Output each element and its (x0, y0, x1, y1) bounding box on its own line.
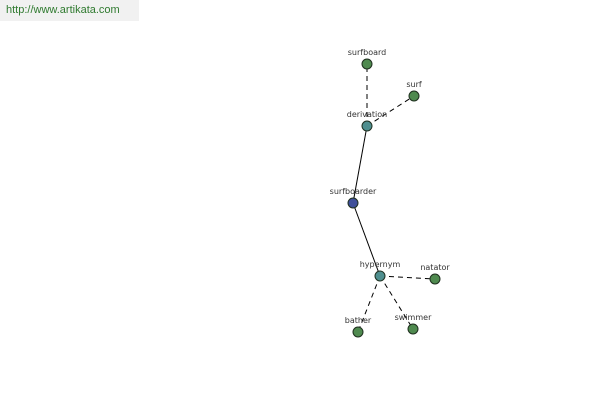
edge-surfboarder-hypernym (352, 202, 381, 277)
nodes-layer: surfboarder derivation hypernym surfboard su… (330, 48, 450, 338)
node-label-swimmer: swimmer (395, 313, 432, 322)
node-surfboard[interactable]: surfboard (348, 48, 386, 70)
node-circle-swimmer[interactable] (407, 323, 419, 335)
node-circle-surfboard[interactable] (361, 58, 373, 70)
node-circle-bather[interactable] (352, 326, 364, 338)
node-natator[interactable]: natator (420, 263, 450, 285)
node-label-surf: surf (406, 80, 422, 89)
node-label-bather: bather (345, 316, 372, 325)
node-label-natator: natator (420, 263, 450, 272)
node-circle-hypernym[interactable] (374, 270, 386, 282)
node-derivation[interactable]: derivation (347, 110, 387, 132)
source-url-link[interactable]: http://www.artikata.com (0, 0, 139, 21)
node-bather[interactable]: bather (345, 316, 372, 338)
node-label-derivation: derivation (347, 110, 387, 119)
node-label-surfboard: surfboard (348, 48, 386, 57)
edge-hypernym-bather (357, 275, 381, 333)
edges-layer (352, 64, 436, 333)
node-surfboarder[interactable]: surfboarder (330, 187, 377, 209)
node-hypernym[interactable]: hypernym (360, 260, 401, 282)
node-label-surfboarder: surfboarder (330, 187, 377, 196)
edge-hypernym-natator (379, 275, 436, 280)
node-surf[interactable]: surf (406, 80, 422, 102)
node-circle-surf[interactable] (408, 90, 420, 102)
edge-hypernym-swimmer (379, 275, 414, 330)
node-circle-natator[interactable] (429, 273, 441, 285)
node-circle-surfboarder[interactable] (347, 197, 359, 209)
node-label-hypernym: hypernym (360, 260, 401, 269)
edge-surfboarder-derivation (352, 125, 368, 204)
edge-derivation-surf (366, 95, 415, 127)
node-circle-derivation[interactable] (361, 120, 373, 132)
node-swimmer[interactable]: swimmer (395, 313, 432, 335)
